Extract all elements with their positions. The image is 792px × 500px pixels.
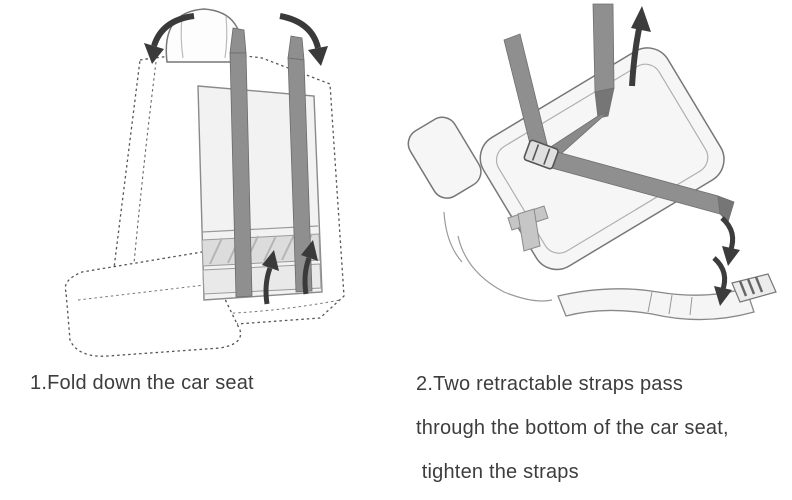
car-seat-upright-drawing [64,8,345,357]
strap-left [229,27,253,298]
step-1-figure [4,0,384,360]
curved-arrow-icon [720,216,740,266]
curved-arrow-right-icon [279,13,328,66]
strap-top-vertical [545,3,615,161]
step-2-caption-line-3: tighten the straps [416,461,579,483]
folded-seat-back [407,47,725,271]
up-arrow-icon [301,240,318,295]
step-2-caption-line-2: through the bottom of the car seat, [416,417,729,439]
step-2-caption: 2.Two retractable straps pass through th… [416,362,729,494]
seat-base-lines [443,211,553,302]
fabric-striped-edge [731,273,777,303]
step-1-caption: 1.Fold down the car seat [30,372,254,394]
headrest [407,116,482,199]
curved-arrow-left-icon [144,13,195,64]
step-2-caption-line-1: 2.Two retractable straps pass [416,373,684,395]
up-arrow-icon [262,250,279,305]
seat-bottom-fabric [557,273,777,321]
car-seat-folded-drawing [407,3,777,321]
curved-arrow-icon [712,256,732,306]
strap-right [287,35,313,293]
up-arrow-icon [629,6,651,87]
step-2-figure [400,0,788,355]
strap-tab [507,205,549,252]
strap-adjuster-buckle [523,139,559,170]
